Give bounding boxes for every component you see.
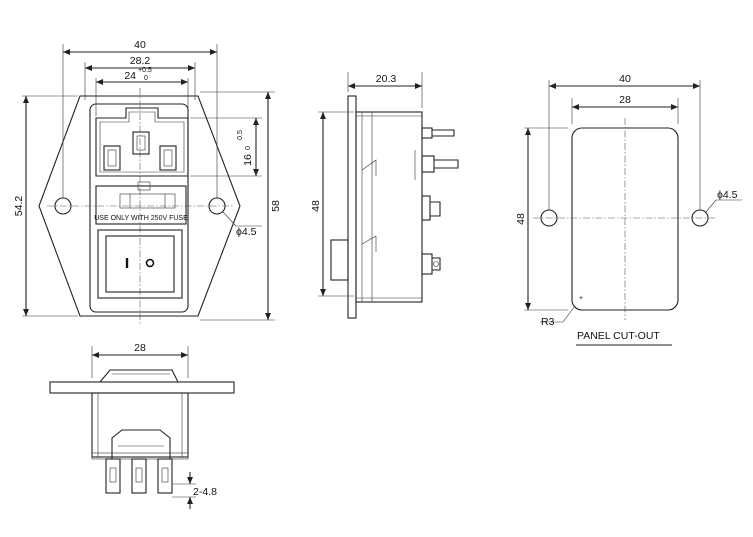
- dim-text-cut-hole: ϕ4.5: [717, 189, 738, 201]
- dim-text-cut-40: 40: [619, 73, 631, 85]
- side-flange: [347, 95, 357, 319]
- fuse-drawer: [95, 185, 187, 225]
- bottom-rocker: [99, 369, 179, 383]
- dim-text-24: 24: [124, 70, 136, 82]
- dim-text-28-2: 28.2: [130, 55, 151, 67]
- rocker-switch-bezel: [97, 229, 183, 299]
- hole-leader: [222, 211, 237, 227]
- fuse-label: USE ONLY WITH 250V FUSE: [94, 215, 188, 222]
- rocker-switch: [105, 235, 175, 293]
- dim-text-side-48: 48: [310, 200, 322, 212]
- dim-text-bottom-28: 28: [134, 342, 146, 354]
- side-terminal-4: [421, 253, 433, 275]
- dim-text-24-tol-lower: 0: [144, 75, 148, 82]
- side-terminal-3: [421, 195, 431, 221]
- side-terminal-1: [421, 127, 433, 139]
- dim-text-58: 58: [270, 200, 282, 212]
- dim-text-24-tol-upper: +0.5: [138, 67, 152, 74]
- iec-socket: [95, 107, 189, 177]
- dim-text-radius: R3: [541, 316, 555, 328]
- dim-text-hole-front: ϕ4.5: [236, 226, 257, 238]
- front-flange-outline: [38, 95, 241, 317]
- dim-text-54-2: 54.2: [13, 196, 25, 217]
- bottom-terminal-2: [131, 458, 147, 494]
- socket-pin-live: [103, 145, 121, 171]
- panel-cutout-title: PANEL CUT-OUT: [577, 330, 660, 342]
- side-terminal-2: [421, 155, 435, 173]
- switch-off-mark: [145, 258, 155, 268]
- dim-text-16-tol-lower: 0: [245, 146, 252, 150]
- side-view: 20.3 48: [310, 72, 459, 319]
- bottom-terminal-1: [105, 458, 121, 494]
- dim-text-terminal: 2-4.8: [193, 486, 217, 498]
- dim-text-16-tol-upper: 0.5: [237, 130, 244, 140]
- socket-pin-earth: [132, 131, 150, 155]
- bottom-terminal-3: [157, 458, 173, 494]
- dim-text-cut-48: 48: [515, 213, 527, 225]
- side-switch-protrusion: [330, 239, 349, 281]
- bottom-flange: [49, 381, 235, 394]
- side-body: [355, 111, 423, 303]
- front-view: USE ONLY WITH 250V FUSE 40 28.2 24 +0.5 …: [13, 39, 282, 324]
- bottom-view: 28 2-4.8: [49, 342, 235, 509]
- bottom-terminal-block: [111, 429, 171, 459]
- socket-pin-neutral: [159, 145, 177, 171]
- dim-text-cut-28: 28: [619, 94, 631, 106]
- svg-text:+: +: [579, 295, 583, 302]
- dim-text-16: 16: [242, 154, 254, 166]
- panel-cutout-view: + 40 28 48 ϕ4.5 R3 PANEL CUT-OUT: [515, 73, 742, 346]
- front-body: [89, 103, 189, 313]
- dim-text-20-3: 20.3: [376, 73, 397, 85]
- dim-text-40: 40: [134, 39, 146, 51]
- bottom-body: [91, 392, 189, 458]
